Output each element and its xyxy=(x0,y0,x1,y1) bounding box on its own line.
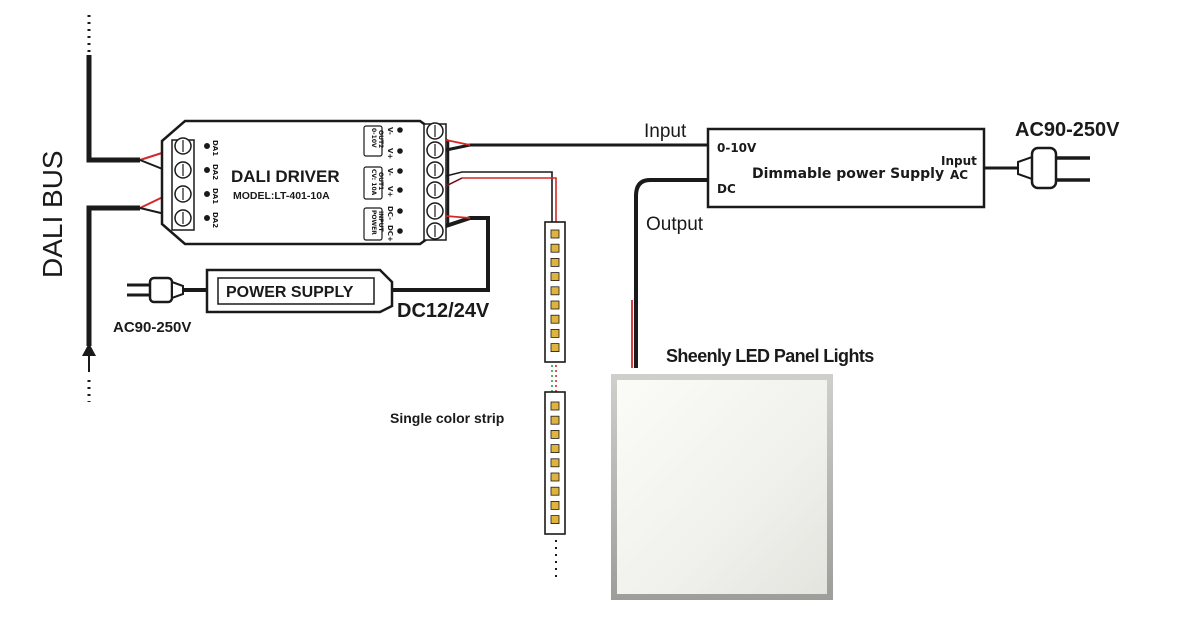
led-chip-icon xyxy=(550,444,560,454)
dimmable-ac-input-line2: AC xyxy=(950,168,968,182)
dimmable-title: Dimmable power Supply xyxy=(752,166,944,182)
driver-model: MODEL:LT-401-10A xyxy=(233,190,330,202)
terminal-label-dc-minus: DC- xyxy=(386,206,394,220)
terminal-label-da2-b: DA2 xyxy=(211,212,219,228)
led-chip-icon xyxy=(550,458,560,468)
led-chip-icon xyxy=(550,243,560,253)
terminal-label-da1: DA1 xyxy=(211,140,219,156)
terminal-label-v-plus-2: V+ xyxy=(386,186,394,197)
led-panel-light xyxy=(611,374,833,600)
out1-line2: OUT1 xyxy=(377,172,384,190)
out2-line1: 0-10V xyxy=(370,128,377,148)
power-input-box: POWER INPUT xyxy=(363,207,384,241)
dimmable-input-0-10v: 0-10V xyxy=(717,141,757,155)
panel-label: Sheenly LED Panel Lights xyxy=(666,346,874,366)
led-chip-icon xyxy=(550,300,560,310)
led-chip-icon xyxy=(550,272,560,282)
led-chip-icon xyxy=(550,500,560,510)
terminal-label-v-minus-2: V- xyxy=(386,168,394,176)
terminal-label-v-minus-1: V- xyxy=(386,127,394,135)
led-chip-icon xyxy=(550,229,560,239)
dimmable-ac-label: AC90-250V xyxy=(1015,119,1120,141)
led-chip-icon xyxy=(550,401,560,411)
terminal-label-da2: DA2 xyxy=(211,164,219,180)
led-strip-bottom-segment xyxy=(550,401,560,524)
power-supply-label: POWER SUPPLY xyxy=(226,284,354,301)
led-strip-top-segment xyxy=(550,229,560,353)
ac-plug-left-icon xyxy=(127,276,184,304)
driver-title: DALI DRIVER xyxy=(231,167,340,186)
bus-arrow-icon xyxy=(82,343,96,356)
dimmable-ac-input-line1: Input xyxy=(941,154,977,168)
dali-driver-unit: DA1 DA2 DA1 DA2 DALI DRIVER MODEL:LT-401… xyxy=(160,119,450,246)
led-chip-icon xyxy=(550,314,560,324)
wire-label-input: Input xyxy=(644,121,687,142)
led-chip-icon xyxy=(550,486,560,496)
led-chip-icon xyxy=(550,257,560,267)
out2-box: 0-10V OUT2 xyxy=(363,125,384,157)
wire-label-output: Output xyxy=(646,214,704,235)
power-supply-ac-label: AC90-250V xyxy=(113,319,191,336)
strip-label: Single color strip xyxy=(390,410,504,426)
terminal-label-v-plus-1: V+ xyxy=(386,148,394,159)
led-chip-icon xyxy=(550,515,560,524)
terminal-label-da1-b: DA1 xyxy=(211,188,219,204)
led-chip-icon xyxy=(550,415,560,425)
led-chip-icon xyxy=(550,429,560,439)
driver-left-screws xyxy=(174,137,192,227)
panel-feed-wire xyxy=(631,178,708,368)
led-chip-icon xyxy=(550,286,560,296)
led-strip xyxy=(544,221,566,582)
power-supply-dc-label: DC12/24V xyxy=(397,300,490,322)
power-supply-unit: POWER SUPPLY xyxy=(183,268,394,314)
power-input-line2: INPUT xyxy=(377,211,384,233)
power-input-line1: POWER xyxy=(370,210,377,235)
ac-plug-right-icon xyxy=(1017,146,1090,190)
driver-output-wires xyxy=(388,139,708,292)
driver-right-screws xyxy=(426,122,444,240)
out2-line2: OUT2 xyxy=(377,130,384,148)
led-chip-icon xyxy=(550,328,560,338)
terminal-label-dc-plus: DC+ xyxy=(386,225,394,242)
led-chip-icon xyxy=(550,472,560,482)
dimmable-dc-label: DC xyxy=(717,182,736,196)
dali-bus-label: DALI BUS xyxy=(37,150,68,278)
out1-line1: CV: 10A xyxy=(370,169,377,196)
led-chip-icon xyxy=(550,343,560,353)
out1-box: CV: 10A OUT1 xyxy=(363,166,384,200)
driver-left-labels: DA1 DA2 DA1 DA2 xyxy=(204,140,219,228)
driver-right-labels: V- V+ V- V+ DC- DC+ xyxy=(386,127,403,242)
dimmable-power-supply: 0-10V DC Dimmable power Supply Input AC xyxy=(706,127,1018,209)
dali-bus-wires xyxy=(82,15,166,402)
